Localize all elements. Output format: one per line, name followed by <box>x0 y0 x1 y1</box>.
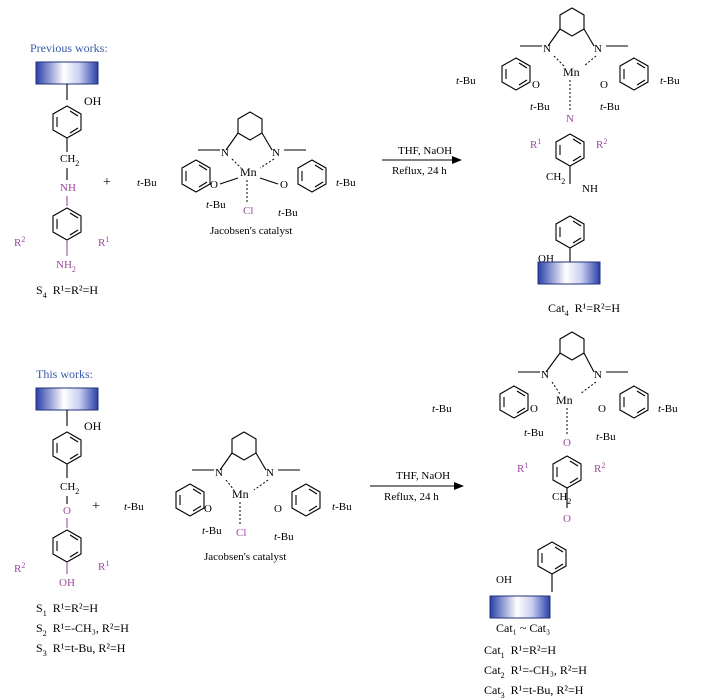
svg-text:O: O <box>204 503 212 515</box>
svg-text:t-Bu: t-Bu <box>524 427 544 439</box>
svg-text:N: N <box>221 147 229 159</box>
jacobsen-label-top: Jacobsen's catalyst <box>210 225 292 237</box>
svg-text:O: O <box>274 503 282 515</box>
svg-text:t-Bu: t-Bu <box>456 75 476 87</box>
previous-works-header: Previous works: <box>30 41 108 55</box>
svg-text:t-Bu: t-Bu <box>658 403 678 415</box>
svg-text:O: O <box>530 403 538 415</box>
svg-text:t-Bu: t-Bu <box>274 531 294 543</box>
svg-text:O: O <box>598 403 606 415</box>
svg-text:Cl: Cl <box>243 205 253 217</box>
svg-text:O: O <box>563 437 571 449</box>
svg-text:N: N <box>566 113 574 125</box>
this-works-header: This works: <box>36 367 93 381</box>
svg-text:O: O <box>532 79 540 91</box>
svg-text:O: O <box>563 513 571 525</box>
conditions-top-1: THF, NaOH <box>398 145 452 157</box>
jacobsen-catalyst-top: N N Mn O O t-Bu t-Bu t-Bu t-Bu Cl <box>137 111 356 219</box>
conditions-top-2: Reflux, 24 h <box>392 165 447 177</box>
svg-text:t-Bu: t-Bu <box>278 207 298 219</box>
conditions-bottom-2: Reflux, 24 h <box>384 491 439 503</box>
r1-label-bottom: R1 <box>98 559 109 573</box>
svg-text:N: N <box>594 369 602 381</box>
support-oh-label: OH <box>84 94 102 108</box>
svg-text:t-Bu: t-Bu <box>202 525 222 537</box>
ch2-label-bottom: CH2 <box>60 481 79 496</box>
plus-sign: + <box>103 175 111 190</box>
svg-text:CH2: CH2 <box>546 171 565 186</box>
svg-text:t-Bu: t-Bu <box>332 501 352 513</box>
support-oh-bottom: OH <box>84 419 102 433</box>
svg-text:t-Bu: t-Bu <box>206 199 226 211</box>
plus-sign-bottom: + <box>92 499 100 514</box>
svg-text:NH: NH <box>582 183 598 195</box>
svg-text:N: N <box>215 467 223 479</box>
svg-text:t-Bu: t-Bu <box>432 403 452 415</box>
polymer-support-bottom <box>35 387 99 411</box>
svg-text:OH: OH <box>496 574 512 586</box>
svg-text:N: N <box>272 147 280 159</box>
svg-text:R1: R1 <box>530 137 541 151</box>
r1-label: R1 <box>98 235 109 249</box>
ch2-label: CH2 <box>60 153 79 168</box>
jacobsen-catalyst-bottom: N N Mn O O t-Bu t-Bu t-Bu t-Bu Cl <box>124 431 352 543</box>
svg-text:Mn: Mn <box>563 65 580 79</box>
conditions-bottom-1: THF, NaOH <box>396 470 450 482</box>
svg-text:t-Bu: t-Bu <box>530 101 550 113</box>
product-cat4: N N Mn O O t-Bu t-Bu t-Bu t-Bu N R1 R2 N… <box>456 7 680 285</box>
svg-text:R1: R1 <box>517 461 528 475</box>
product-cat1-3: N N Mn O O t-Bu t-Bu t-Bu t-Bu O R1 R2 O… <box>432 331 678 619</box>
svg-text:O: O <box>210 179 218 191</box>
svg-text:N: N <box>541 369 549 381</box>
svg-text:Mn: Mn <box>232 487 249 501</box>
svg-text:N: N <box>594 43 602 55</box>
product-range-label: Cat₁ ~ Cat₃ <box>496 621 550 635</box>
svg-text:t-Bu: t-Bu <box>600 101 620 113</box>
svg-text:N: N <box>266 467 274 479</box>
svg-text:O: O <box>600 79 608 91</box>
r2-label: R2 <box>14 235 25 249</box>
phenol-ring <box>52 529 82 563</box>
svg-text:Cl: Cl <box>236 527 246 539</box>
nh-label: NH <box>60 182 76 194</box>
phenyl-ring-bottom <box>52 431 82 465</box>
oh-label-bottom: OH <box>59 577 75 589</box>
svg-text:t-Bu: t-Bu <box>336 177 356 189</box>
phenyl-ring <box>52 105 82 139</box>
jacobsen-label-bottom: Jacobsen's catalyst <box>204 551 286 563</box>
svg-text:R2: R2 <box>596 137 607 151</box>
svg-text:t-Bu: t-Bu <box>660 75 680 87</box>
svg-text:CH2: CH2 <box>552 491 571 506</box>
svg-text:t-Bu: t-Bu <box>137 177 157 189</box>
svg-text:R2: R2 <box>594 461 605 475</box>
svg-text:t-Bu: t-Bu <box>124 501 144 513</box>
r2-label-bottom: R2 <box>14 561 25 575</box>
o-linker-label: O <box>63 505 71 517</box>
svg-text:N: N <box>543 43 551 55</box>
svg-text:t-Bu: t-Bu <box>596 431 616 443</box>
polymer-support <box>35 61 99 85</box>
svg-text:Mn: Mn <box>240 165 257 179</box>
svg-text:O: O <box>280 179 288 191</box>
nh2-label: NH2 <box>56 259 76 274</box>
svg-text:Mn: Mn <box>556 393 573 407</box>
aniline-ring <box>52 207 82 241</box>
